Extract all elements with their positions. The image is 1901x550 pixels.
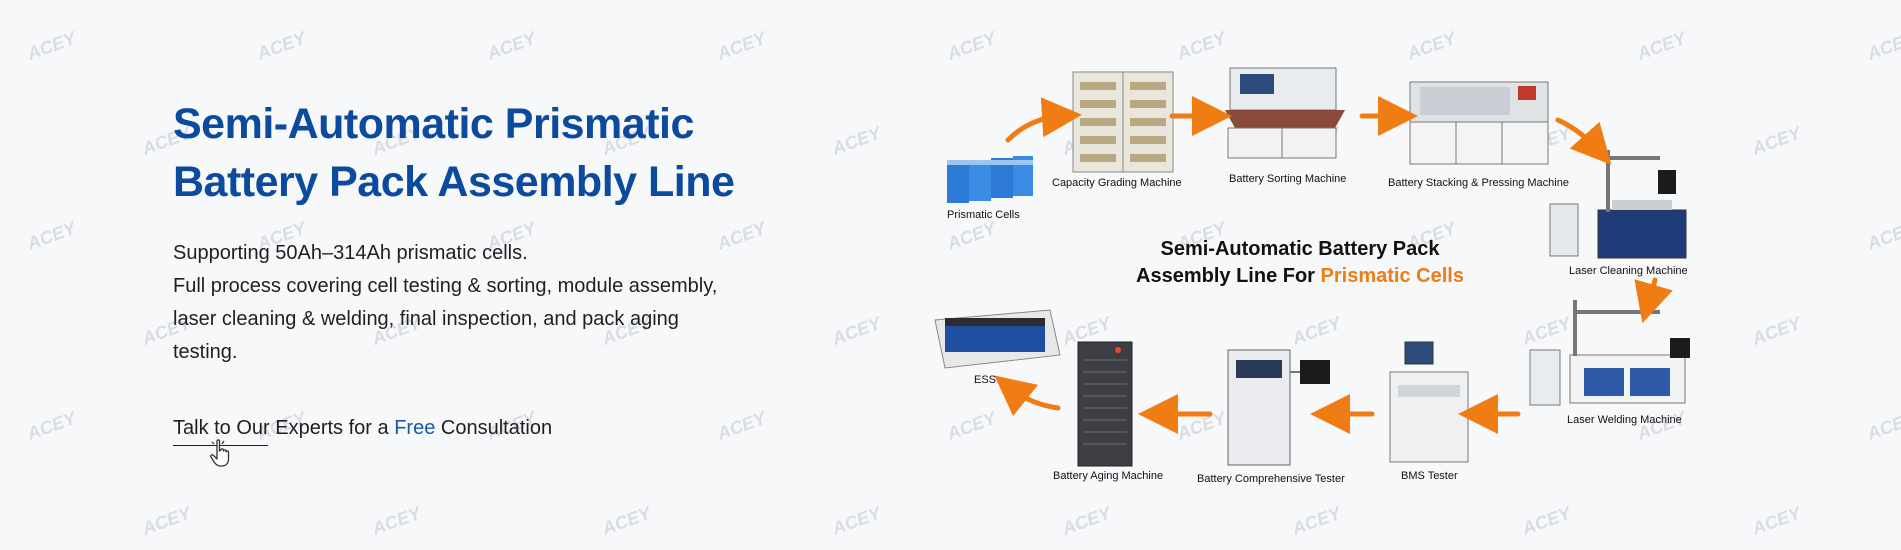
label-prismatic-cells: Prismatic Cells — [947, 209, 1020, 221]
label-battery-sorting: Battery Sorting Machine — [1229, 173, 1347, 185]
consultation-link[interactable]: Talk to Our Experts for a Free Consultat… — [173, 417, 552, 440]
laser-cleaning-image — [1549, 150, 1687, 259]
stacking-pressing-image — [1409, 81, 1549, 165]
flow-arrows — [994, 96, 1673, 434]
hero-section: Semi-Automatic Prismatic Battery Pack As… — [173, 95, 793, 369]
watermark-text: ACEY — [1519, 502, 1576, 539]
watermark-text: ACEY — [254, 27, 311, 64]
watermark-text: ACEY — [1864, 27, 1901, 64]
comprehensive-tester-image — [1227, 349, 1330, 466]
page-title: Semi-Automatic Prismatic Battery Pack As… — [173, 95, 793, 211]
diagram-title-line-2: Assembly Line For Prismatic Cells — [1100, 263, 1500, 290]
label-bms-tester: BMS Tester — [1401, 470, 1458, 482]
watermark-text: ACEY — [1059, 502, 1116, 539]
watermark-text: ACEY — [1289, 502, 1346, 539]
battery-sorting-image — [1225, 67, 1345, 159]
watermark-text: ACEY — [1864, 407, 1901, 444]
watermark-text: ACEY — [24, 217, 81, 254]
laser-welding-image — [1529, 300, 1690, 406]
cta-suffix: Consultation — [435, 417, 553, 439]
watermark-text: ACEY — [599, 502, 656, 539]
diagram-title-line-1: Semi-Automatic Battery Pack — [1160, 238, 1440, 260]
watermark-text: ACEY — [24, 27, 81, 64]
title-line-1: Semi-Automatic Prismatic — [173, 100, 694, 148]
diagram-title: Semi-Automatic Battery Pack Assembly Lin… — [1100, 236, 1500, 290]
desc-line-3: laser cleaning & welding, final inspecti… — [173, 308, 679, 330]
watermark-text: ACEY — [1749, 502, 1806, 539]
hand-pointer-icon — [210, 439, 230, 467]
watermark-text: ACEY — [1864, 217, 1901, 254]
label-capacity-grading: Capacity Grading Machine — [1052, 177, 1182, 189]
watermark-text: ACEY — [24, 407, 81, 444]
watermark-text: ACEY — [369, 502, 426, 539]
watermark-text: ACEY — [714, 407, 771, 444]
diagram-title-highlight: Prismatic Cells — [1320, 265, 1464, 287]
label-comprehensive-tester: Battery Comprehensive Tester — [1197, 473, 1345, 485]
watermark-text: ACEY — [829, 502, 886, 539]
watermark-text: ACEY — [484, 27, 541, 64]
label-laser-welding: Laser Welding Machine — [1567, 414, 1682, 426]
bms-tester-image — [1389, 341, 1469, 463]
desc-line-4: testing. — [173, 341, 238, 363]
label-aging-machine: Battery Aging Machine — [1053, 470, 1164, 482]
cta-underline — [173, 445, 268, 446]
aging-machine-image — [1077, 341, 1133, 467]
label-laser-cleaning: Laser Cleaning Machine — [1569, 265, 1688, 277]
watermark-text: ACEY — [714, 27, 771, 64]
process-diagram — [934, 67, 1690, 467]
label-ess: ESS — [974, 374, 997, 386]
hero-description: Supporting 50Ah–314Ah prismatic cells. F… — [173, 237, 793, 369]
desc-line-1: Supporting 50Ah–314Ah prismatic cells. — [173, 242, 528, 264]
desc-line-2: Full process covering cell testing & sor… — [173, 275, 718, 297]
watermark-text: ACEY — [829, 122, 886, 159]
capacity-grading-image — [1072, 71, 1174, 173]
ess-image — [934, 309, 1061, 369]
cta-prefix: Talk to Our Experts for a — [173, 417, 395, 439]
label-stacking-pressing: Battery Stacking & Pressing Machine — [1388, 177, 1569, 189]
prismatic-cells-image — [947, 156, 1033, 203]
diagram-title-prefix: Assembly Line For — [1136, 265, 1321, 287]
watermark-text: ACEY — [829, 312, 886, 349]
title-line-2: Battery Pack Assembly Line — [173, 158, 735, 206]
cta-free: Free — [394, 417, 436, 439]
watermark-text: ACEY — [139, 502, 196, 539]
